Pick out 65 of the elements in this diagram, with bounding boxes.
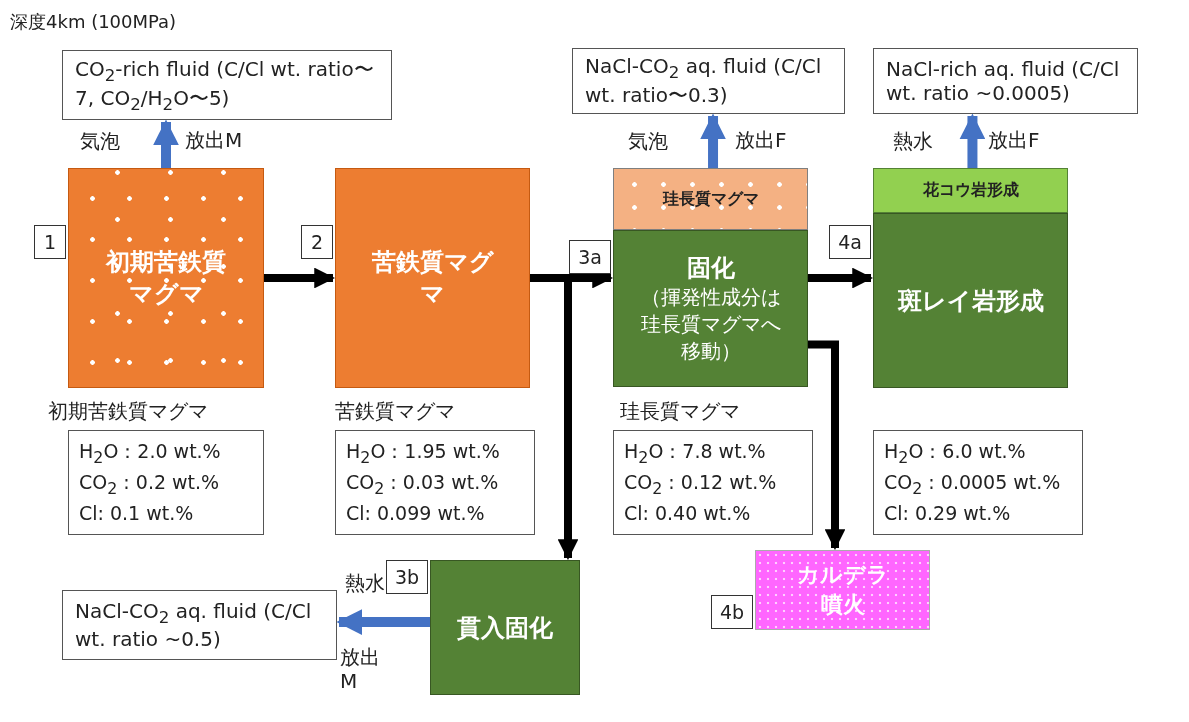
fluid-box bbox=[62, 590, 337, 660]
edge-label: 放出F bbox=[988, 128, 1040, 152]
rock-box bbox=[873, 213, 1068, 388]
arrow bbox=[959, 113, 986, 168]
fluid-box bbox=[62, 50, 392, 120]
magma-box bbox=[68, 168, 264, 388]
composition-box bbox=[335, 430, 535, 535]
node-text: CO$_{2}$ : 0.12 wt.% bbox=[624, 470, 777, 500]
node-text: Cl: 0.40 wt.% bbox=[624, 501, 751, 527]
granite-band bbox=[873, 168, 1068, 213]
composition-box bbox=[68, 430, 264, 535]
node-text: 花コウ岩形成 bbox=[922, 180, 1019, 201]
felsic-magma-band bbox=[613, 168, 808, 230]
node-text: NaCl-CO$_{2}$ aq. fluid (C/Cl wt. ratio〜0.3) bbox=[585, 53, 823, 109]
eruption-box bbox=[755, 550, 930, 630]
callout-number: 1 bbox=[34, 225, 66, 259]
note-label: 熱水 bbox=[345, 570, 385, 597]
note-label: 気泡 bbox=[80, 128, 120, 155]
arrow bbox=[336, 609, 430, 636]
fluid-box bbox=[572, 48, 845, 114]
node-text: 苦鉄質マグマ bbox=[370, 247, 495, 310]
node-text: 初期苦鉄質マグマ bbox=[104, 247, 227, 310]
magma-box bbox=[335, 168, 530, 388]
node-label: 苦鉄質マグマ bbox=[335, 398, 455, 425]
node-label: 珪長質マグマ bbox=[620, 398, 740, 425]
edge-label: 放出M bbox=[185, 128, 243, 152]
node-text: 貫入固化 bbox=[457, 612, 553, 644]
callout-number: 3b bbox=[386, 560, 428, 594]
edge-label: 放出F bbox=[735, 128, 787, 152]
arrow bbox=[264, 267, 336, 289]
node-text: Cl: 0.1 wt.% bbox=[79, 501, 194, 527]
node-text: 固化 bbox=[686, 253, 735, 284]
node-label: 初期苦鉄質マグマ bbox=[48, 398, 208, 425]
rock-box bbox=[613, 230, 808, 387]
node-text: NaCl-CO$_{2}$ aq. fluid (C/Cl wt. ratio ~0.5) bbox=[75, 599, 313, 651]
composition-box bbox=[873, 430, 1083, 535]
arrow bbox=[808, 340, 846, 551]
node-text: 珪長質マグマ bbox=[662, 188, 759, 210]
fluid-box bbox=[873, 48, 1138, 114]
node-text: H$_{2}$O：6.0 wt.% bbox=[884, 439, 1026, 470]
composition-box bbox=[613, 430, 813, 535]
note-label: 気泡 bbox=[628, 128, 668, 155]
callout-number: 4b bbox=[711, 595, 753, 629]
node-text: H$_{2}$O：1.95 wt.% bbox=[346, 439, 500, 470]
node-text: CO$_{2}$ : 0.0005 wt.% bbox=[884, 470, 1061, 500]
callout-number: 4a bbox=[829, 225, 871, 259]
node-text: NaCl-rich aq. fluid (C/Cl wt. ratio ~0.0005) bbox=[886, 57, 1121, 105]
node-text: （揮発性成分は珪長質マグマへ移動） bbox=[639, 284, 782, 365]
callout-number: 2 bbox=[301, 225, 333, 259]
node-text: CO$_{2}$-rich fluid (C/Cl wt. ratio〜7, CO$_{2}$/H$_{2}$O〜5) bbox=[75, 56, 375, 114]
node-text: CO$_{2}$ : 0.2 wt.% bbox=[79, 470, 220, 500]
node-text: H$_{2}$O：7.8 wt.% bbox=[624, 439, 766, 470]
node-text: カルデラ噴火 bbox=[795, 561, 890, 619]
node-text: Cl: 0.29 wt.% bbox=[884, 501, 1011, 527]
depth-label: 深度4km (100MPa) bbox=[10, 10, 177, 34]
node-text: 斑レイ岩形成 bbox=[897, 285, 1044, 317]
note-label: 熱水 bbox=[893, 128, 933, 155]
arrow bbox=[808, 267, 874, 289]
node-text: Cl: 0.099 wt.% bbox=[346, 501, 485, 527]
callout-number: 3a bbox=[569, 240, 611, 274]
arrow bbox=[700, 113, 727, 168]
node-text: H$_{2}$O：2.0 wt.% bbox=[79, 439, 221, 470]
arrow bbox=[153, 119, 179, 168]
node-text: CO$_{2}$ : 0.03 wt.% bbox=[346, 470, 499, 500]
rock-box bbox=[430, 560, 580, 695]
